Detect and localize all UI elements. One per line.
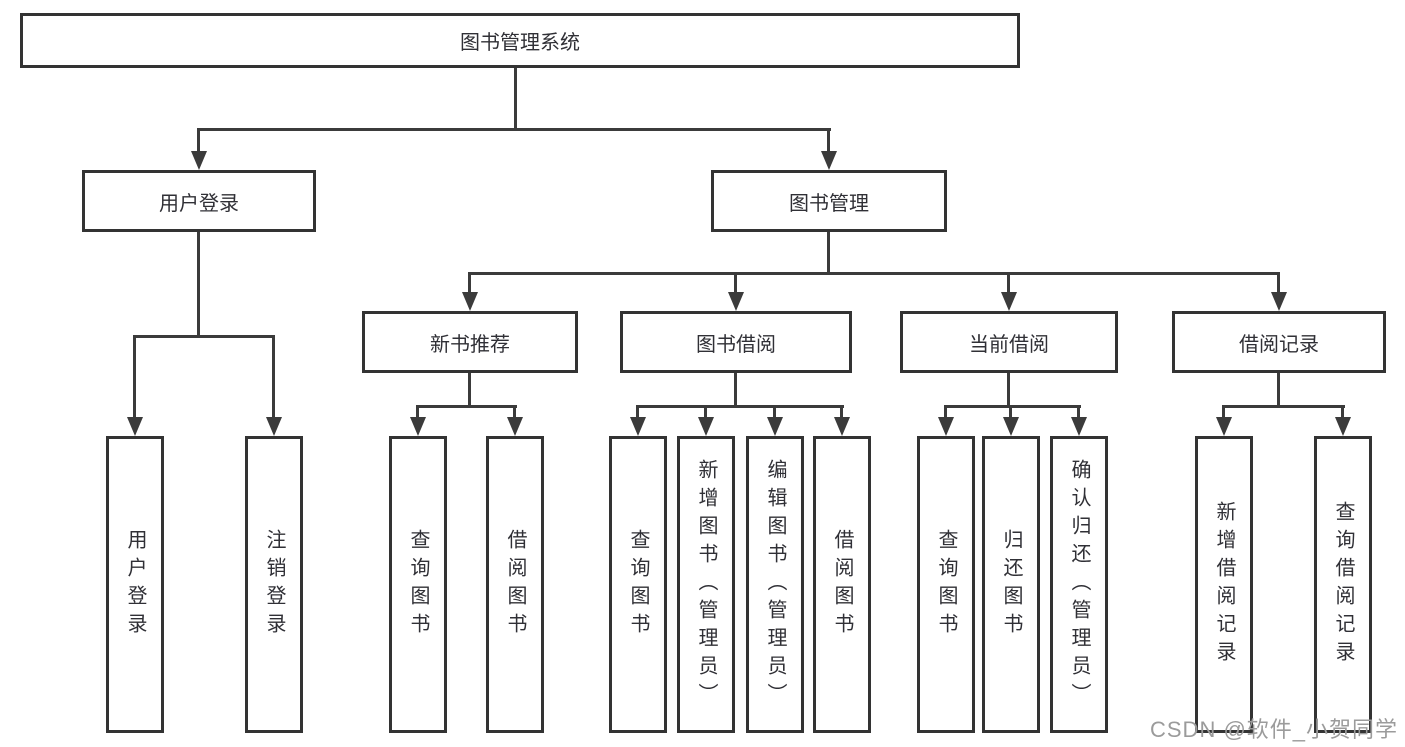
arrowhead-down-icon bbox=[1001, 292, 1017, 311]
connector-line bbox=[1077, 405, 1080, 420]
connector-line bbox=[1277, 272, 1280, 294]
leaf-query-books: 查询图书 bbox=[389, 436, 447, 733]
node-label: 当前借阅 bbox=[969, 333, 1049, 356]
leaf-borrow-books: 借阅图书 bbox=[486, 436, 544, 733]
connector-line bbox=[468, 373, 471, 407]
node-book-management: 图书管理 bbox=[711, 170, 947, 232]
node-label: 查询图书 bbox=[935, 528, 957, 641]
leaf-add-book-admin: 新增图书（管理员） bbox=[677, 436, 735, 733]
arrowhead-down-icon bbox=[1271, 292, 1287, 311]
node-label: 借阅图书 bbox=[504, 528, 526, 641]
arrowhead-down-icon bbox=[462, 292, 478, 311]
leaf-confirm-return-admin: 确认归还（管理员） bbox=[1050, 436, 1108, 733]
connector-line bbox=[197, 232, 200, 337]
node-label: 图书借阅 bbox=[696, 333, 776, 356]
arrowhead-down-icon bbox=[698, 417, 714, 436]
node-library-system: 图书管理系统 bbox=[20, 13, 1020, 68]
connector-line bbox=[704, 405, 707, 420]
node-label: 新书推荐 bbox=[430, 333, 510, 356]
node-label: 借阅图书 bbox=[831, 528, 853, 641]
connector-line bbox=[1007, 373, 1010, 407]
node-label: 确认归还（管理员） bbox=[1068, 458, 1090, 711]
csdn-watermark: CSDN @软件_小贺同学 bbox=[1150, 717, 1399, 742]
connector-line bbox=[636, 405, 844, 408]
leaf-query-books: 查询图书 bbox=[917, 436, 975, 733]
node-label: 查询借阅记录 bbox=[1332, 500, 1354, 669]
node-label: 用户登录 bbox=[159, 192, 239, 215]
node-label: 新增借阅记录 bbox=[1213, 500, 1235, 669]
connector-line bbox=[840, 405, 843, 420]
arrowhead-down-icon bbox=[1071, 417, 1087, 436]
node-label: 查询图书 bbox=[407, 528, 429, 641]
node-label: 用户登录 bbox=[124, 528, 146, 641]
connector-line bbox=[773, 405, 776, 420]
connector-line bbox=[944, 405, 947, 420]
arrowhead-down-icon bbox=[127, 417, 143, 436]
connector-line bbox=[133, 335, 136, 420]
arrowhead-down-icon bbox=[507, 417, 523, 436]
arrowhead-down-icon bbox=[1216, 417, 1232, 436]
connector-line bbox=[1222, 405, 1225, 420]
connector-line bbox=[1341, 405, 1344, 420]
node-label: 归还图书 bbox=[1000, 528, 1022, 641]
node-book-borrowing: 图书借阅 bbox=[620, 311, 852, 373]
connector-line bbox=[197, 128, 200, 153]
node-label: 图书管理 bbox=[789, 192, 869, 215]
leaf-user-login: 用户登录 bbox=[106, 436, 164, 733]
node-label: 图书管理系统 bbox=[460, 32, 580, 54]
leaf-borrow-books: 借阅图书 bbox=[813, 436, 871, 733]
arrowhead-down-icon bbox=[191, 151, 207, 170]
node-current-borrowing: 当前借阅 bbox=[900, 311, 1118, 373]
connector-line bbox=[513, 405, 516, 420]
connector-line bbox=[944, 405, 1081, 408]
node-borrowing-records: 借阅记录 bbox=[1172, 311, 1386, 373]
node-label: 查询图书 bbox=[627, 528, 649, 641]
arrowhead-down-icon bbox=[767, 417, 783, 436]
arrowhead-down-icon bbox=[410, 417, 426, 436]
connector-line bbox=[734, 272, 737, 294]
connector-line bbox=[827, 232, 830, 275]
arrowhead-down-icon bbox=[1003, 417, 1019, 436]
leaf-query-borrow-record: 查询借阅记录 bbox=[1314, 436, 1372, 733]
node-label: 注销登录 bbox=[263, 528, 285, 641]
node-label: 新增图书（管理员） bbox=[695, 458, 717, 711]
leaf-edit-book-admin: 编辑图书（管理员） bbox=[746, 436, 804, 733]
node-user-login: 用户登录 bbox=[82, 170, 316, 232]
leaf-add-borrow-record: 新增借阅记录 bbox=[1195, 436, 1253, 733]
connector-line bbox=[1277, 373, 1280, 407]
connector-line bbox=[1007, 272, 1010, 294]
connector-line bbox=[416, 405, 517, 408]
leaf-query-books: 查询图书 bbox=[609, 436, 667, 733]
connector-line bbox=[272, 335, 275, 420]
connector-line bbox=[636, 405, 639, 420]
arrowhead-down-icon bbox=[938, 417, 954, 436]
leaf-logout: 注销登录 bbox=[245, 436, 303, 733]
connector-line bbox=[734, 373, 737, 407]
connector-line bbox=[1009, 405, 1012, 420]
arrowhead-down-icon bbox=[266, 417, 282, 436]
node-label: 编辑图书（管理员） bbox=[764, 458, 786, 711]
arrowhead-down-icon bbox=[728, 292, 744, 311]
connector-line bbox=[133, 335, 275, 338]
node-new-book-recommend: 新书推荐 bbox=[362, 311, 578, 373]
connector-line bbox=[416, 405, 419, 420]
arrowhead-down-icon bbox=[1335, 417, 1351, 436]
connector-line bbox=[514, 68, 517, 128]
connector-line bbox=[468, 272, 1280, 275]
connector-line bbox=[1222, 405, 1345, 408]
connector-line bbox=[197, 128, 831, 131]
arrowhead-down-icon bbox=[834, 417, 850, 436]
connector-line bbox=[827, 128, 830, 153]
arrowhead-down-icon bbox=[630, 417, 646, 436]
connector-line bbox=[468, 272, 471, 294]
node-label: 借阅记录 bbox=[1239, 333, 1319, 356]
leaf-return-books: 归还图书 bbox=[982, 436, 1040, 733]
arrowhead-down-icon bbox=[821, 151, 837, 170]
